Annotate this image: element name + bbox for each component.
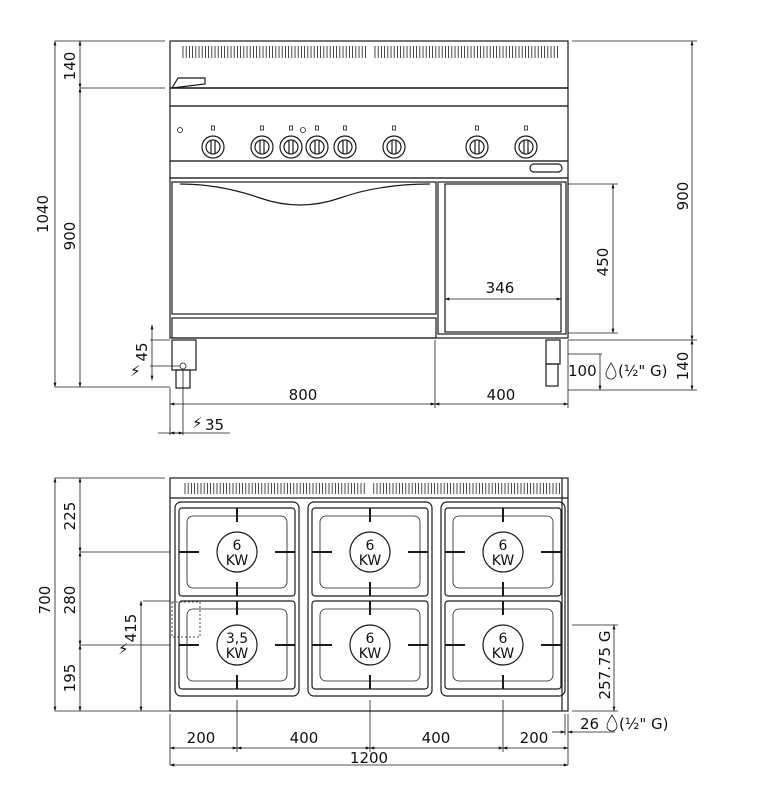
burner-unit: KW (359, 646, 382, 662)
dim-gas-connection-height: 100 (568, 362, 597, 380)
burner-power: 6 (366, 538, 375, 554)
gas-drop-icon (605, 362, 617, 380)
burner-power: 6 (499, 538, 508, 554)
knob (250, 125, 274, 159)
handle-slot (529, 163, 563, 173)
dim-depth-front: 195 (61, 664, 79, 693)
burner: 6KW (311, 507, 429, 597)
dim-foot-offset: 45 (133, 342, 151, 361)
dim-width-segment: 200 (520, 729, 549, 747)
knob (279, 125, 303, 159)
burner: 6KW (444, 600, 562, 690)
cabinet-door (437, 181, 567, 335)
dim-electric-offset: 35 (205, 416, 224, 434)
knob (333, 125, 357, 159)
dim-cabinet-inner-height: 450 (594, 248, 612, 277)
dim-total-height: 1040 (34, 195, 52, 233)
dim-cabinet-inner-width: 346 (486, 279, 515, 297)
dim-depth-middle: 280 (61, 586, 79, 615)
electric-icon: ⚡ (130, 362, 141, 380)
dim-oven-width: 800 (289, 386, 318, 404)
burner-unit: KW (492, 553, 515, 569)
burner-power: 6 (499, 631, 508, 647)
indicator-light (300, 127, 306, 133)
burner-unit: KW (492, 646, 515, 662)
indicator-light (177, 127, 183, 133)
dim-width-segment: 400 (290, 729, 319, 747)
dim-width-segment: 200 (187, 729, 216, 747)
knob (514, 125, 538, 159)
dim-total-width: 1200 (350, 749, 388, 767)
dim-cabinet-width: 400 (487, 386, 516, 404)
burner-unit: KW (226, 646, 249, 662)
burner-unit: KW (359, 553, 382, 569)
burner: 3,5KW (178, 600, 296, 690)
oven-door (171, 181, 437, 315)
dim-depth-total: 700 (36, 586, 54, 615)
burner-power: 3,5 (226, 631, 248, 647)
electric-icon: ⚡ (118, 640, 129, 658)
dim-gas-depth: 257.75 G (596, 631, 614, 700)
knob (382, 125, 406, 159)
gas-drop-icon (606, 714, 618, 732)
dim-body-height: 900 (61, 222, 79, 251)
dim-depth-back: 225 (61, 502, 79, 531)
burner-power: 6 (233, 538, 242, 554)
gas-label: (½" G) (619, 715, 669, 733)
knob (201, 125, 225, 159)
dim-right-foot-height: 140 (674, 352, 692, 381)
electric-icon: ⚡ (192, 414, 203, 432)
dim-top-height: 140 (61, 52, 79, 81)
burner: 6KW (178, 507, 296, 597)
knob (305, 125, 329, 159)
burner: 6KW (311, 600, 429, 690)
burner-unit: KW (226, 553, 249, 569)
dim-gas-offset: 26 (580, 715, 599, 733)
vent-slots (182, 46, 558, 58)
burner: 6KW (444, 507, 562, 597)
dim-electric-depth: 415 (122, 614, 140, 643)
control-knobs (201, 125, 538, 159)
knob (465, 125, 489, 159)
dim-width-segment: 400 (422, 729, 451, 747)
front-view: 1040 140 900 45 ⚡ 800 400 ⚡ 35 346 450 (34, 40, 697, 435)
burner-power: 6 (366, 631, 375, 647)
dim-right-body-height: 900 (674, 182, 692, 211)
gas-connection-label: (½" G) (618, 362, 668, 380)
